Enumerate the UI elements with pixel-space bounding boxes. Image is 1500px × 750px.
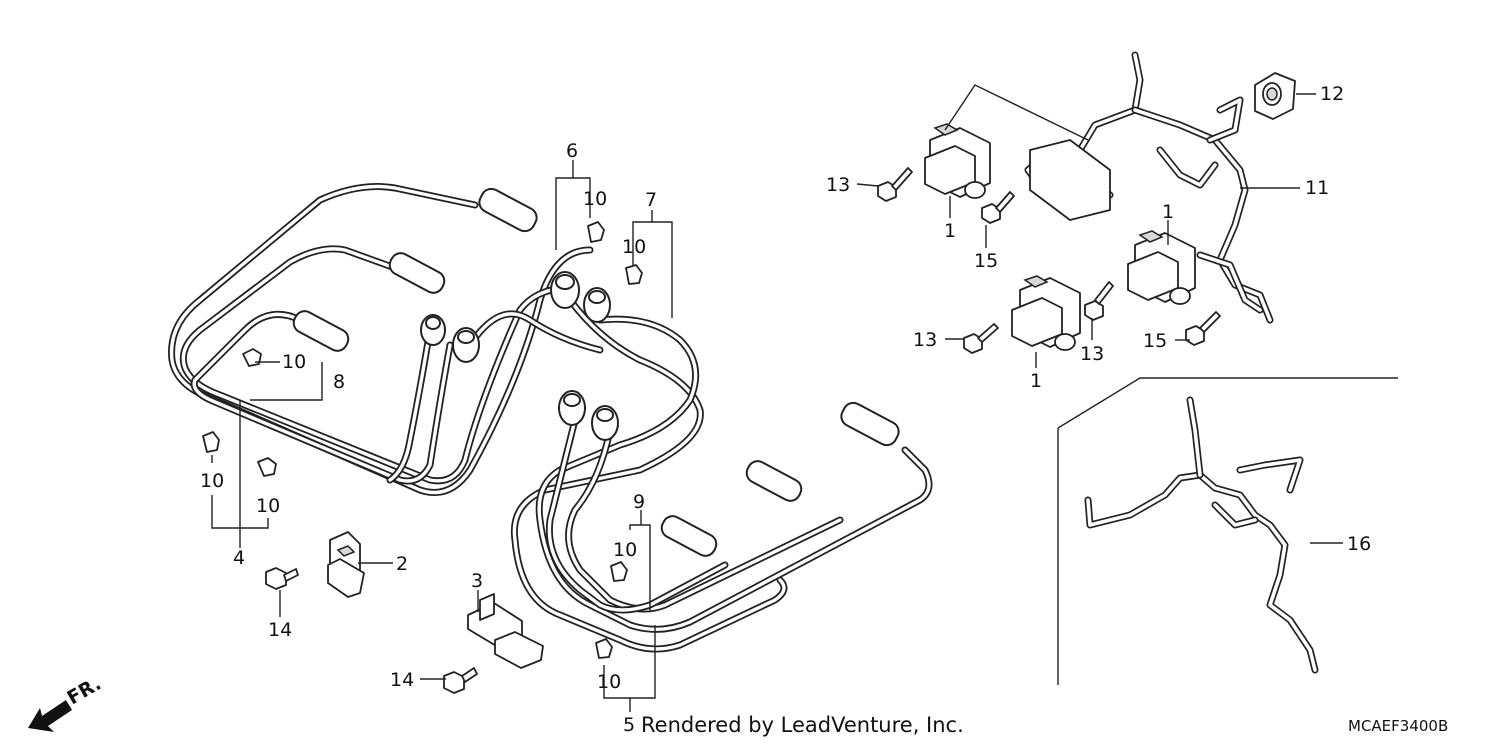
callout-13: 13 (913, 329, 937, 351)
bolt-icon (981, 191, 1015, 224)
coil-cap (452, 327, 480, 363)
callout-5: 5 (623, 714, 635, 736)
callout-10: 10 (200, 470, 224, 492)
plug-boot (660, 515, 718, 557)
clip-icon (257, 457, 277, 477)
callout-labels: 1 1 1 2 3 4 5 6 7 8 9 10 10 10 10 10 10 … (200, 83, 1371, 736)
plug-boot (840, 401, 900, 447)
callout-10: 10 (583, 188, 607, 210)
ignition-coil-middle (1127, 230, 1196, 305)
clip-icon (610, 561, 628, 582)
coil-cap (591, 405, 619, 441)
clamp-bracket-3 (467, 593, 544, 669)
coil-bracket-11 (1024, 51, 1274, 324)
footer-credit: Rendered by LeadVenture, Inc. (641, 713, 964, 737)
callout-16: 16 (1347, 533, 1371, 555)
spark-plug-cable-harness (168, 183, 933, 653)
callout-2: 2 (396, 553, 408, 575)
callout-9: 9 (633, 491, 645, 513)
callout-4: 4 (233, 547, 245, 569)
callout-10: 10 (622, 236, 646, 258)
callout-14: 14 (268, 619, 292, 641)
bolt-icon (1185, 311, 1221, 346)
ignition-coil-upper (924, 123, 991, 199)
bolt-icon (443, 667, 478, 694)
clamp-bracket-2 (327, 531, 365, 598)
callout-12: 12 (1320, 83, 1344, 105)
callout-1: 1 (1162, 201, 1174, 223)
coil-cap (558, 390, 586, 426)
callout-10: 10 (613, 539, 637, 561)
callout-10: 10 (256, 495, 280, 517)
cable-clips (202, 221, 643, 659)
bolt-icon (963, 323, 999, 354)
clip-icon (202, 431, 220, 453)
callout-8: 8 (333, 371, 345, 393)
clip-icon (625, 264, 643, 285)
bolt-icon (877, 167, 913, 202)
callout-1: 1 (944, 220, 956, 242)
front-direction-arrow-icon: FR. (28, 673, 105, 732)
bolt-icon (265, 567, 299, 590)
callout-13: 13 (1080, 343, 1104, 365)
callout-10: 10 (282, 351, 306, 373)
plug-boot (478, 187, 538, 233)
front-label: FR. (64, 673, 105, 710)
callout-14: 14 (390, 669, 414, 691)
inset-bracket-16 (1057, 377, 1398, 685)
callout-15: 15 (1143, 330, 1167, 352)
coil-cap (420, 314, 446, 346)
clip-icon (587, 221, 605, 243)
coil-cap (550, 271, 580, 309)
callout-11: 11 (1305, 177, 1329, 199)
callout-10: 10 (597, 671, 621, 693)
diagram-code: MCAEF3400B (1348, 717, 1448, 735)
bolt-icon (1084, 281, 1114, 321)
clip-icon (242, 348, 262, 367)
cushion-12 (1254, 72, 1296, 120)
plug-boot (745, 460, 803, 502)
callout-1: 1 (1030, 370, 1042, 392)
callout-7: 7 (645, 189, 657, 211)
callout-13: 13 (826, 174, 850, 196)
callout-15: 15 (974, 250, 998, 272)
callout-3: 3 (471, 570, 483, 592)
clip-icon (595, 638, 613, 659)
leader-lines (211, 84, 1343, 712)
coil-cap (583, 287, 611, 323)
plug-boot (388, 252, 446, 294)
callout-6: 6 (566, 140, 578, 162)
plug-boot (292, 310, 350, 352)
ignition-coil-lower (1011, 275, 1081, 351)
